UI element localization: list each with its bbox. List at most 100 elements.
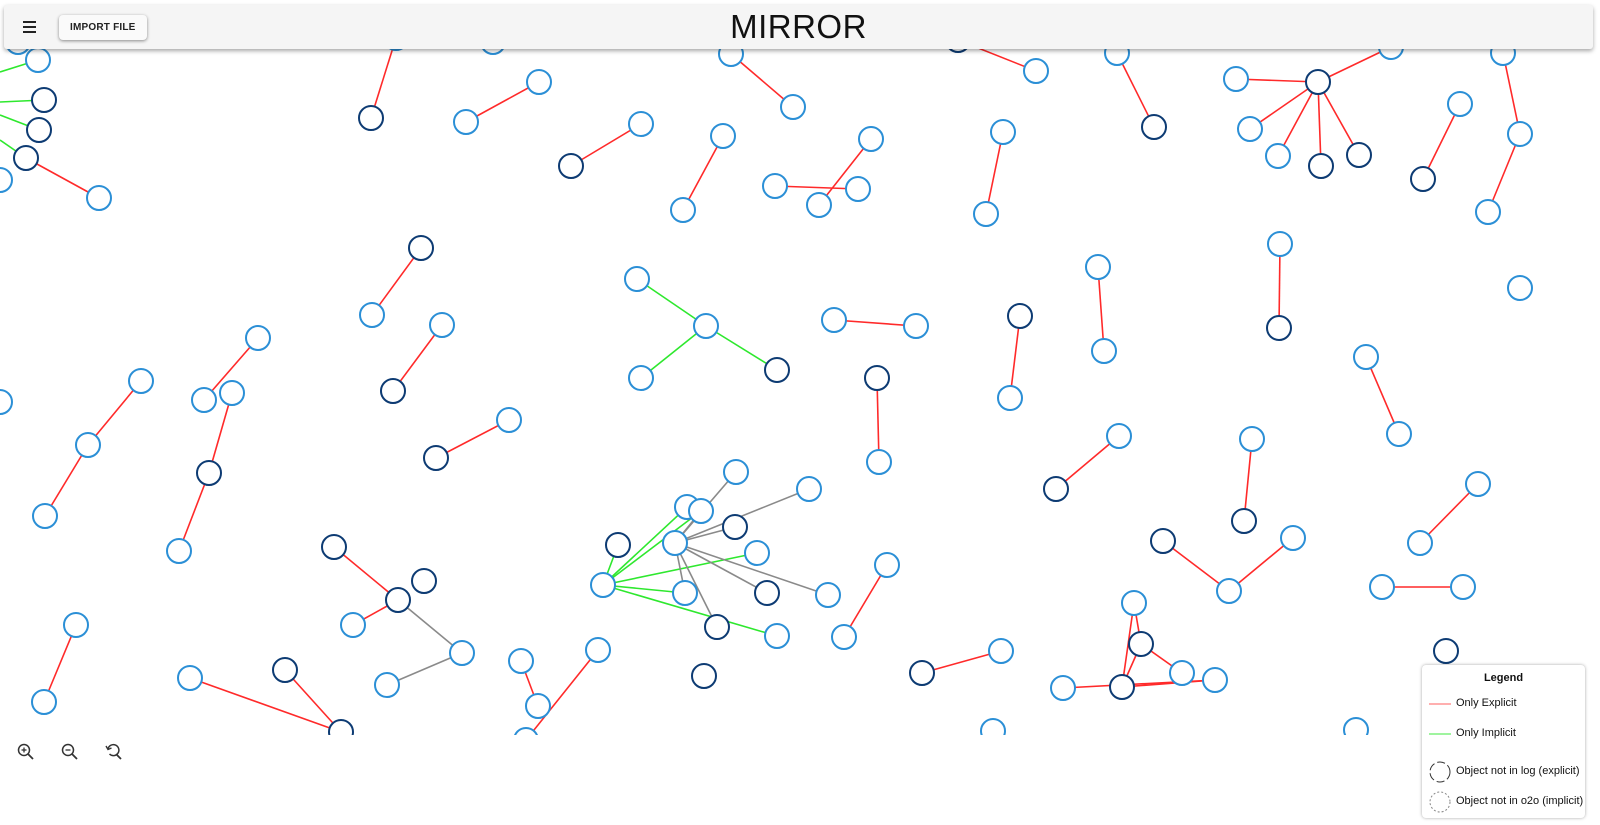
graph-node[interactable] (321, 534, 347, 560)
graph-node[interactable] (710, 123, 736, 149)
graph-node[interactable] (605, 532, 631, 558)
graph-node[interactable] (780, 94, 806, 120)
graph-node[interactable] (845, 176, 871, 202)
graph-node[interactable] (903, 313, 929, 339)
graph-node[interactable] (1150, 528, 1176, 554)
graph-node[interactable] (691, 663, 717, 689)
graph-node[interactable] (1216, 578, 1242, 604)
graph-node[interactable] (1369, 574, 1395, 600)
graph-node[interactable] (191, 387, 217, 413)
graph-node[interactable] (31, 87, 57, 113)
graph-node[interactable] (1433, 638, 1459, 664)
graph-node[interactable] (558, 153, 584, 179)
graph-node[interactable] (1343, 717, 1369, 735)
graph-node[interactable] (1305, 69, 1331, 95)
graph-node[interactable] (997, 385, 1023, 411)
graph-node[interactable] (1237, 116, 1263, 142)
graph-node[interactable] (1407, 530, 1433, 556)
graph-node[interactable] (1447, 91, 1473, 117)
graph-node[interactable] (408, 235, 434, 261)
graph-node[interactable] (1308, 153, 1334, 179)
graph-node[interactable] (380, 378, 406, 404)
object-graph-canvas[interactable] (0, 0, 1560, 735)
graph-node[interactable] (722, 514, 748, 540)
graph-node[interactable] (1410, 166, 1436, 192)
graph-node[interactable] (858, 126, 884, 152)
graph-node[interactable] (990, 119, 1016, 145)
graph-node[interactable] (693, 313, 719, 339)
graph-node[interactable] (328, 719, 354, 735)
graph-node[interactable] (358, 105, 384, 131)
graph-node[interactable] (704, 614, 730, 640)
graph-node[interactable] (821, 307, 847, 333)
graph-node[interactable] (63, 612, 89, 638)
graph-node[interactable] (624, 266, 650, 292)
graph-node[interactable] (1023, 58, 1049, 84)
graph-node[interactable] (1386, 421, 1412, 447)
graph-node[interactable] (1507, 275, 1533, 301)
graph-node[interactable] (1239, 426, 1265, 452)
zoom-in-icon[interactable] (15, 741, 37, 763)
graph-node[interactable] (423, 445, 449, 471)
graph-node[interactable] (723, 459, 749, 485)
menu-icon[interactable] (18, 15, 42, 39)
graph-node[interactable] (1128, 631, 1154, 657)
graph-node[interactable] (590, 572, 616, 598)
graph-node[interactable] (864, 365, 890, 391)
graph-node[interactable] (1450, 574, 1476, 600)
graph-node[interactable] (1265, 143, 1291, 169)
graph-node[interactable] (514, 727, 538, 735)
graph-node[interactable] (1353, 344, 1379, 370)
graph-node[interactable] (411, 568, 437, 594)
graph-node[interactable] (1106, 423, 1132, 449)
graph-node[interactable] (628, 365, 654, 391)
graph-node[interactable] (1280, 525, 1306, 551)
graph-node[interactable] (1141, 114, 1167, 140)
graph-node[interactable] (32, 503, 58, 529)
graph-node[interactable] (874, 552, 900, 578)
graph-node[interactable] (796, 476, 822, 502)
reset-zoom-icon[interactable] (103, 741, 125, 763)
graph-node[interactable] (754, 580, 780, 606)
graph-node[interactable] (973, 201, 999, 227)
graph-node[interactable] (762, 173, 788, 199)
graph-node[interactable] (1475, 199, 1501, 225)
graph-node[interactable] (866, 449, 892, 475)
graph-node[interactable] (815, 582, 841, 608)
graph-node[interactable] (374, 672, 400, 698)
graph-node[interactable] (0, 389, 13, 415)
graph-node[interactable] (429, 312, 455, 338)
graph-node[interactable] (1223, 66, 1249, 92)
graph-node[interactable] (496, 407, 522, 433)
graph-node[interactable] (1091, 338, 1117, 364)
graph-node[interactable] (988, 638, 1014, 664)
graph-node[interactable] (1007, 303, 1033, 329)
graph-node[interactable] (1169, 660, 1195, 686)
graph-node[interactable] (25, 47, 51, 73)
graph-node[interactable] (0, 167, 13, 193)
graph-node[interactable] (177, 665, 203, 691)
graph-node[interactable] (1121, 590, 1147, 616)
graph-node[interactable] (166, 538, 192, 564)
graph-node[interactable] (764, 357, 790, 383)
graph-node[interactable] (196, 460, 222, 486)
graph-node[interactable] (1231, 508, 1257, 534)
graph-node[interactable] (453, 109, 479, 135)
graph-node[interactable] (831, 624, 857, 650)
graph-node[interactable] (670, 197, 696, 223)
import-file-button[interactable]: IMPORT FILE (59, 15, 147, 40)
graph-node[interactable] (340, 612, 366, 638)
graph-node[interactable] (272, 657, 298, 683)
graph-node[interactable] (628, 111, 654, 137)
graph-node[interactable] (672, 580, 698, 606)
graph-node[interactable] (1043, 476, 1069, 502)
graph-node[interactable] (26, 117, 52, 143)
graph-node[interactable] (128, 368, 154, 394)
graph-node[interactable] (1507, 121, 1533, 147)
graph-node[interactable] (31, 689, 57, 715)
graph-node[interactable] (585, 637, 611, 663)
graph-node[interactable] (909, 660, 935, 686)
graph-node[interactable] (385, 587, 411, 613)
graph-node[interactable] (526, 69, 552, 95)
zoom-out-icon[interactable] (59, 741, 81, 763)
